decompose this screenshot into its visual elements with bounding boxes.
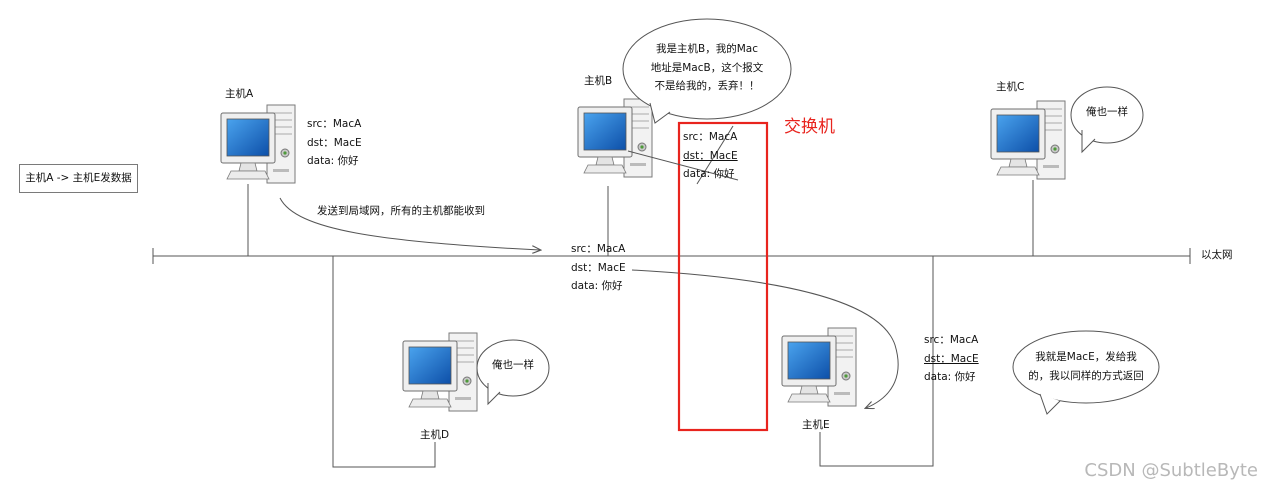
- bubble-line: 俺也一样: [1086, 106, 1128, 118]
- host-c-bubble-text: 俺也一样: [1077, 103, 1137, 122]
- bubble-line: 不是给我的，丢弃！！: [654, 80, 760, 92]
- packet-data: data: 你好: [683, 168, 735, 180]
- packet-at-host-a: src：MacA dst：MacE data: 你好: [307, 115, 362, 171]
- packet-at-host-b: src：MacA dst：MacE data: 你好: [683, 128, 738, 184]
- host-d-bubble-tail: [487, 383, 501, 406]
- host-e-drop: [819, 256, 934, 467]
- packet-src: src：MacA: [683, 131, 738, 143]
- packet-dst: dst：MacE: [571, 261, 626, 274]
- packet-at-host-e: src：MacA dst：MacE data: 你好: [924, 331, 979, 387]
- bubble-line: 我就是MacE，发给我: [1035, 351, 1137, 363]
- host-d-bubble-shape: [476, 339, 550, 397]
- watermark: CSDN @SubtleByte: [1084, 460, 1258, 481]
- bubble-line: 的，我以同样的方式返回: [1028, 369, 1144, 382]
- host-d-computer-icon: [402, 332, 478, 412]
- scenario-label: 主机A -> 主机E发数据: [19, 164, 138, 193]
- packet-src: src：MacA: [307, 118, 362, 130]
- host-b-bubble-text: 我是主机B，我的Mac 地址是MacB，这个报文 不是给我的，丢弃！！: [643, 40, 771, 96]
- host-b-bubble-tail: [649, 102, 671, 124]
- host-e-computer-icon: [781, 327, 857, 407]
- host-d-drop: [332, 256, 436, 468]
- bubble-line: 地址是MacB，这个报文: [650, 61, 764, 74]
- packet-data: data: 你好: [924, 371, 976, 383]
- bubble-line: 我是主机B，我的Mac: [656, 43, 758, 55]
- packet-data: data: 你好: [307, 155, 359, 167]
- host-a-computer-icon: [220, 104, 296, 184]
- packet-on-bus: src：MacA dst：MacE data: 你好: [571, 240, 626, 296]
- switch-box: [677, 121, 769, 432]
- host-a-label: 主机A: [225, 88, 254, 100]
- packet-dst: dst：MacE: [307, 136, 362, 149]
- host-b-computer-icon: [577, 98, 653, 178]
- host-b-bubble-shape: [622, 18, 792, 120]
- broadcast-note: 发送到局域网，所有的主机都能收到: [317, 205, 485, 217]
- discard-cross-line-2: [696, 125, 734, 185]
- host-e-bubble-shape: [1012, 330, 1160, 404]
- host-c-bubble-tail: [1081, 130, 1096, 154]
- packet-data: data: 你好: [571, 280, 623, 292]
- discard-cross-line-1: [627, 150, 739, 181]
- ethernet-label: 以太网: [1201, 249, 1233, 261]
- host-b-label: 主机B: [584, 75, 613, 87]
- host-e-bubble-tail: [1039, 393, 1061, 415]
- delivery-arrow: [631, 269, 899, 408]
- packet-dst: dst：MacE: [924, 352, 979, 365]
- packet-src: src：MacA: [924, 334, 979, 346]
- host-e-bubble-text: 我就是MacE，发给我 的，我以同样的方式返回: [1022, 348, 1150, 385]
- host-d-label: 主机D: [420, 429, 450, 441]
- switch-label: 交换机: [784, 117, 835, 137]
- bubble-line: 俺也一样: [492, 359, 534, 371]
- packet-src: src：MacA: [571, 243, 626, 255]
- host-e-label: 主机E: [802, 419, 830, 431]
- host-d-bubble-text: 俺也一样: [483, 356, 543, 375]
- host-c-bubble-shape: [1070, 86, 1144, 144]
- broadcast-arrow: [279, 197, 540, 250]
- host-c-label: 主机C: [996, 81, 1025, 93]
- host-c-computer-icon: [990, 100, 1066, 180]
- packet-dst: dst：MacE: [683, 149, 738, 162]
